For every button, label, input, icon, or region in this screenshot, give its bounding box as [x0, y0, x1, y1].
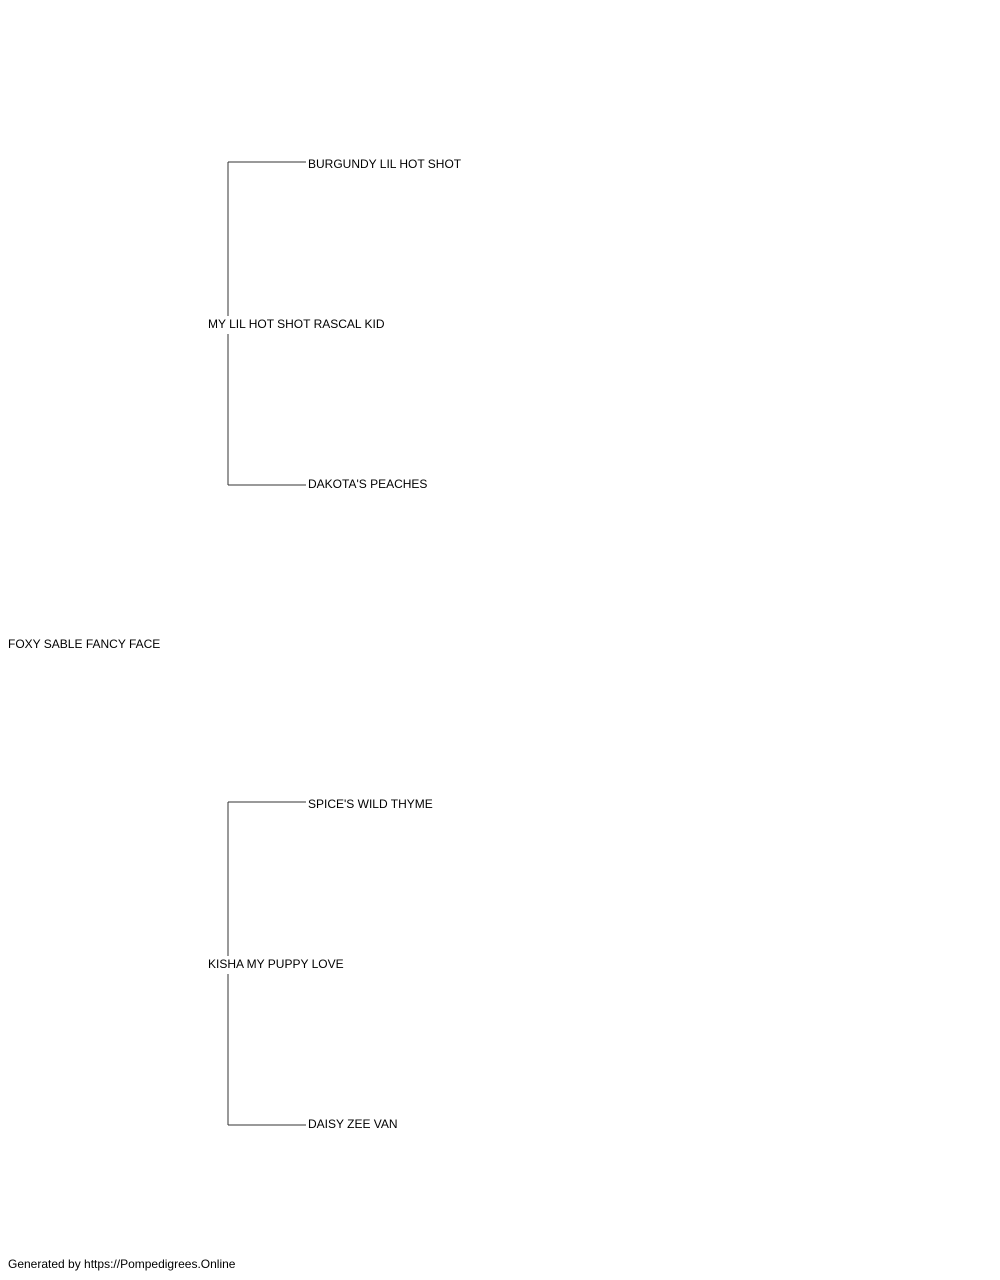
- sire-dam-name: DAKOTA'S PEACHES: [308, 477, 430, 491]
- dam-sire-name: SPICE'S WILD THYME: [308, 797, 435, 811]
- dam-name: KISHA MY PUPPY LOVE: [208, 957, 346, 971]
- dam-dam-name: DAISY ZEE VAN: [308, 1117, 400, 1131]
- sire-sire-name: BURGUNDY LIL HOT SHOT: [308, 157, 464, 171]
- footer-credit: Generated by https://Pompedigrees.Online: [8, 1257, 238, 1271]
- sire-name: MY LIL HOT SHOT RASCAL KID: [208, 317, 387, 331]
- subject-name: FOXY SABLE FANCY FACE: [8, 637, 163, 651]
